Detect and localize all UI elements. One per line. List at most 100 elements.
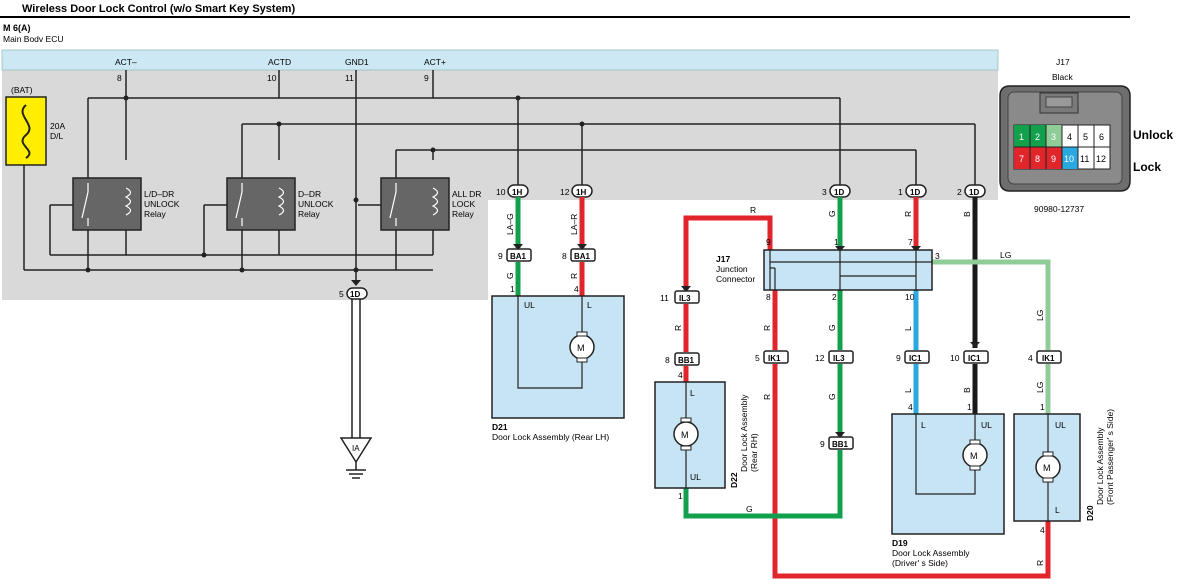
motor-label: M <box>1043 463 1051 473</box>
terminal-label: L <box>587 300 592 310</box>
wire-label: R <box>762 325 772 331</box>
wire-label: G <box>827 324 837 331</box>
relay-all-dr-lock <box>380 177 450 231</box>
ecu-pin-num: 11 <box>345 73 354 83</box>
motor-label: M <box>970 451 978 461</box>
colored-wires <box>515 197 1051 579</box>
ecu-pin-act-plus: ACT+ <box>424 57 446 67</box>
ground-wire <box>339 270 373 479</box>
j17-pin: 12 <box>1096 154 1106 164</box>
relay-label: L/D–DR <box>144 189 174 199</box>
j17-pin: 6 <box>1099 132 1104 142</box>
terminal-label: L <box>921 420 926 430</box>
ecu-conn-id: 1H <box>576 188 586 197</box>
ecu-conn-id: 1D <box>969 188 979 197</box>
ecu-conn-pin: 3 <box>822 187 827 197</box>
wire-label: B <box>962 211 972 217</box>
junction-pin: 7 <box>908 237 913 247</box>
wire-label: LA–R <box>569 214 579 235</box>
fuse-source: (BAT) <box>11 85 33 95</box>
j17-part-number: 90980-12737 <box>1034 204 1084 214</box>
pin-label: 4 <box>908 402 913 412</box>
ecu-conn-id: 1D <box>834 188 844 197</box>
junction-label: Connector <box>716 274 755 284</box>
wire-arrows <box>513 244 980 438</box>
conn-id: IC1 <box>909 354 922 363</box>
j17-pin: 1 <box>1019 132 1024 142</box>
inline-connector-labels: 9 BA1 8 BA1 11 IL3 8 BB1 5 IK1 12 IL3 9 … <box>498 251 1055 449</box>
ecu-pin-num: 10 <box>267 73 277 83</box>
pin-label: 4 <box>1040 525 1045 535</box>
relay-label: Relay <box>144 209 166 219</box>
ecu-code: M 6(A) <box>3 23 31 33</box>
wire-label: L <box>903 388 913 393</box>
assembly-code: D20 <box>1085 505 1095 521</box>
j17-pin: 9 <box>1051 154 1056 164</box>
relay-label: UNLOCK <box>144 199 180 209</box>
terminal-label: UL <box>981 420 992 430</box>
d21-internal <box>517 296 583 389</box>
fuse-rating: 20A <box>50 121 65 131</box>
junction-pin: 1 <box>834 237 839 247</box>
ground-point: IA <box>352 444 360 453</box>
terminal-label: UL <box>690 472 701 482</box>
wire-label: R <box>750 205 756 215</box>
fuse-name: D/L <box>50 131 64 141</box>
ecu-conn-id: 1D <box>910 188 920 197</box>
conn-pin: 10 <box>950 353 960 363</box>
conn-id: BB1 <box>832 440 849 449</box>
pin-label: 1 <box>1040 402 1045 412</box>
assembly-code: D22 <box>729 472 739 488</box>
junction-label: Junction <box>716 264 748 274</box>
conn-pin: 9 <box>820 439 825 449</box>
j17-pin: 10 <box>1064 154 1074 164</box>
terminal-label: UL <box>1055 420 1066 430</box>
ecu-pin-act-minus: ACT– <box>115 57 137 67</box>
assembly-sub: (Driver' s Side) <box>892 558 948 568</box>
ecu-header-bar <box>1 49 999 71</box>
conn-pin: 9 <box>896 353 901 363</box>
conn-pin: 8 <box>665 355 670 365</box>
j17-color: Black <box>1052 72 1074 82</box>
conn-pin: 4 <box>1028 353 1033 363</box>
junction-pin: 9 <box>766 237 771 247</box>
junction-pin: 8 <box>766 292 771 302</box>
conn-id: IL3 <box>679 294 691 303</box>
wire-label: LG <box>1035 382 1045 393</box>
j17-pin: 7 <box>1019 154 1024 164</box>
relay-d-dr-unlock <box>226 177 296 231</box>
wire-label: R <box>569 273 579 279</box>
relay-label: ALL DR <box>452 189 481 199</box>
inline-connectors <box>506 248 1062 450</box>
junction-pin: 3 <box>935 251 940 261</box>
conn-pin: 9 <box>498 251 503 261</box>
junction-code: J17 <box>716 254 730 264</box>
pin-label: 1 <box>967 402 972 412</box>
relay-label: LOCK <box>452 199 475 209</box>
ecu-conn-pin: 2 <box>957 187 962 197</box>
ecu-pin-num: 8 <box>117 73 122 83</box>
wire-label: R <box>673 325 683 331</box>
assembly-code: D19 <box>892 538 908 548</box>
motor-label: M <box>681 430 689 440</box>
ground-pin: 5 <box>339 289 344 299</box>
wire-label: B <box>962 387 972 393</box>
relay-ld-dr-unlock <box>72 177 142 231</box>
fuse <box>5 96 47 166</box>
wire-label: R <box>903 211 913 217</box>
junction-pin: 2 <box>832 292 837 302</box>
conn-id: BB1 <box>678 356 695 365</box>
lock-label: Lock <box>1133 160 1161 174</box>
ecu-pin-gnd1: GND1 <box>345 57 369 67</box>
relay-label: UNLOCK <box>298 199 334 209</box>
conn-pin: 8 <box>562 251 567 261</box>
wire-label: G <box>827 210 837 217</box>
j17-pin: 11 <box>1080 154 1089 164</box>
conn-id: BA1 <box>510 252 527 261</box>
j17-pin: 4 <box>1067 132 1072 142</box>
conn-id: IL3 <box>833 354 845 363</box>
wire-label: R <box>762 394 772 400</box>
assembly-name: Door Lock Assembly (Rear LH) <box>492 432 609 442</box>
ecu-conn-pin: 12 <box>560 187 570 197</box>
